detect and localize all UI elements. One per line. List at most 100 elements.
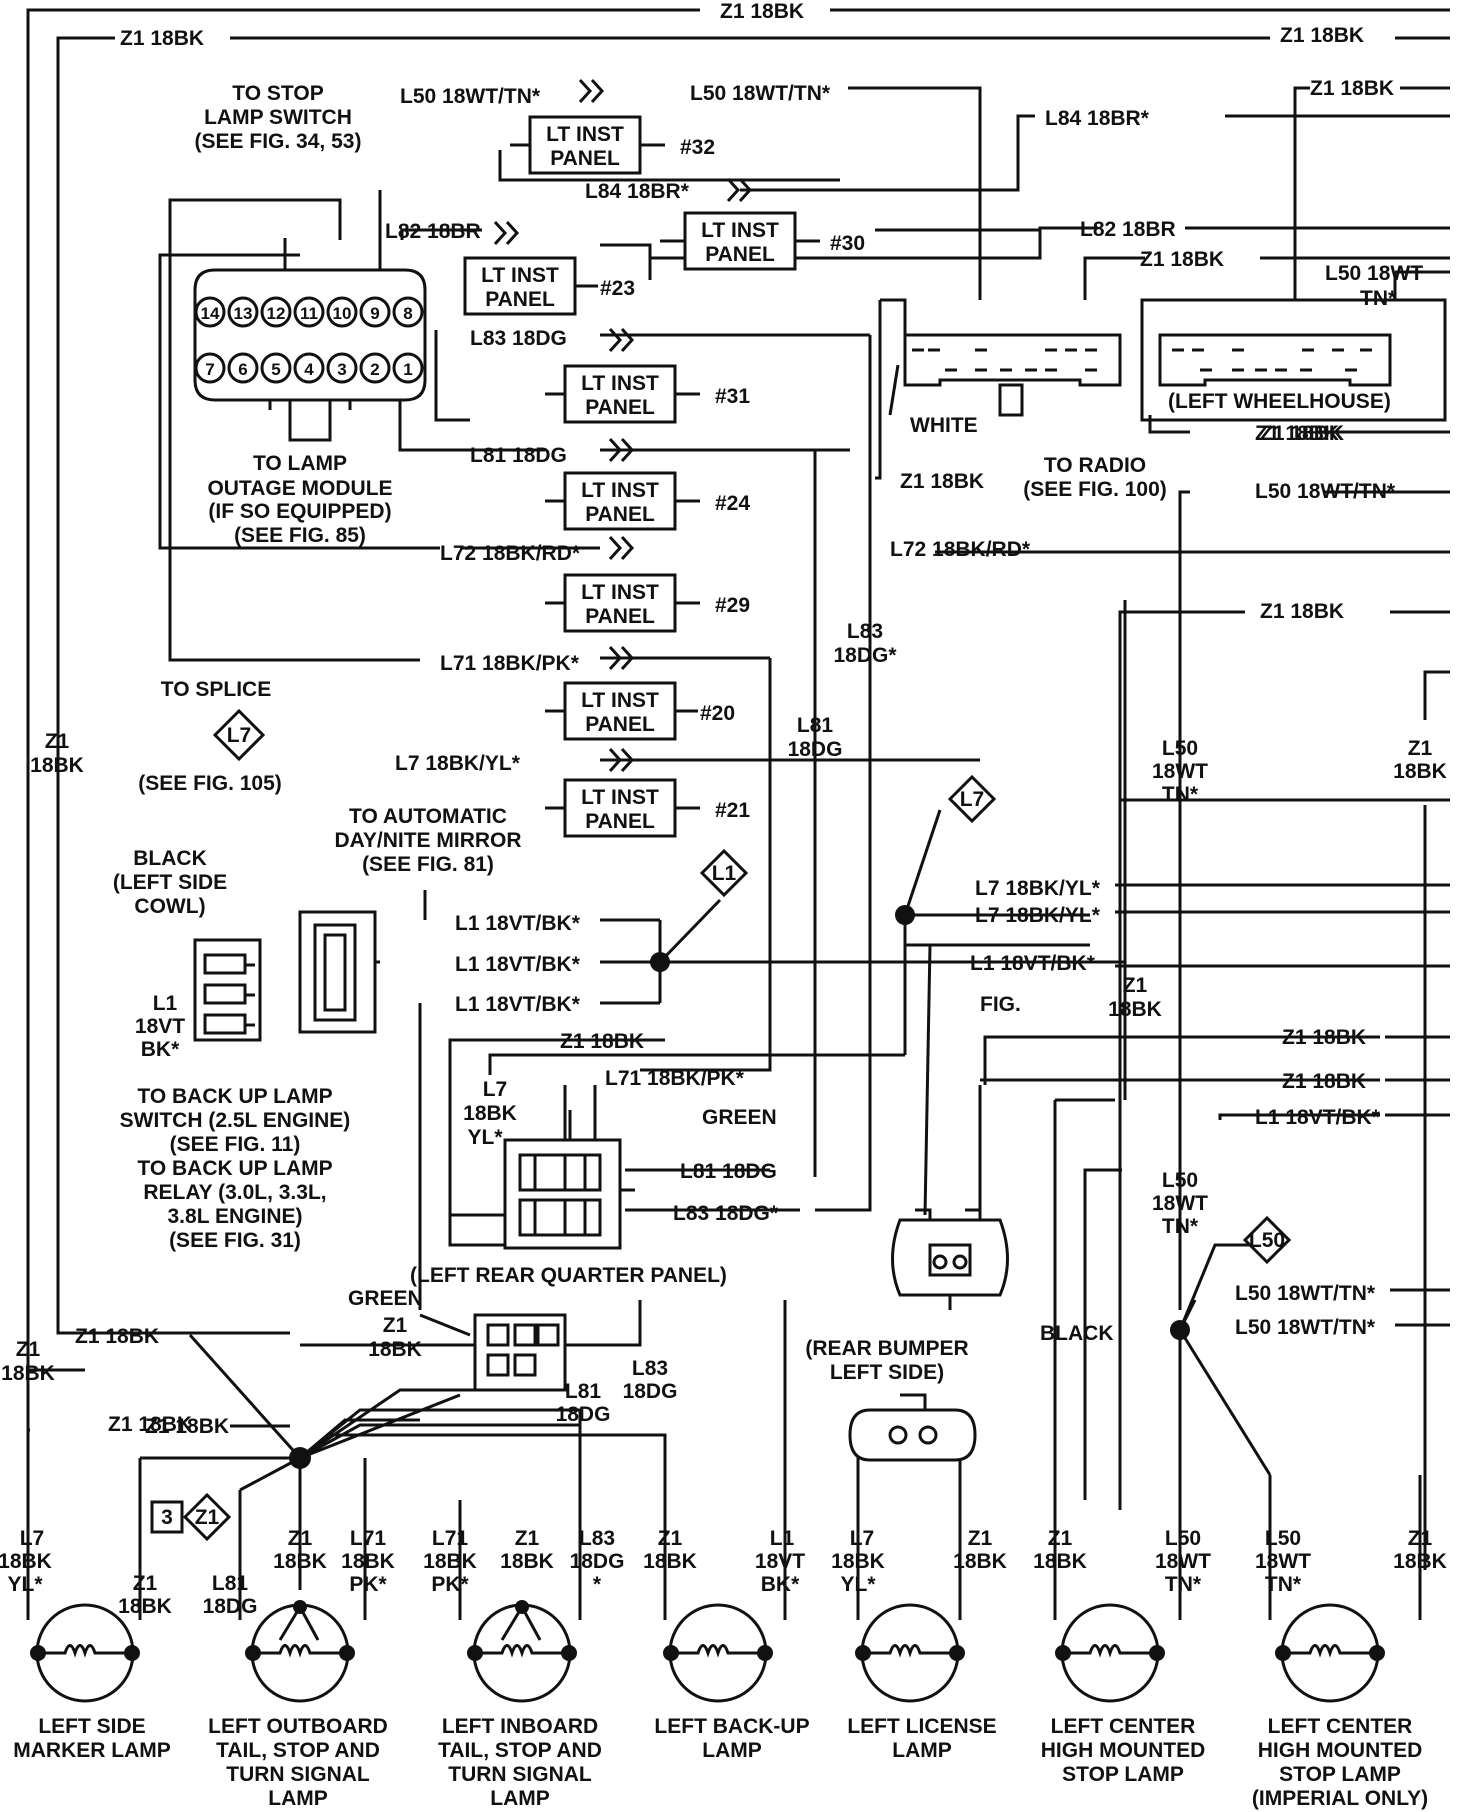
lamp-name-line: LEFT BACK-UP	[654, 1715, 809, 1738]
label-green-quarter: GREEN	[702, 1106, 777, 1129]
wire-label-l72: L72 18BK/RD*	[440, 542, 581, 565]
lamp-name-line: LEFT OUTBOARD	[208, 1715, 388, 1738]
wire-label-z1-top: Z1 18BK	[720, 0, 804, 23]
wire-label-l7-1: L7	[483, 1078, 508, 1101]
lt-inst-panel-31: LT INST PANEL #31	[545, 364, 750, 424]
wire-label-l7: L7 18BK/YL*	[395, 752, 521, 775]
wire-label-l50-3: TN*	[1162, 783, 1199, 806]
wire-label-z1: Z1 18BK	[900, 470, 984, 493]
wire-label-z1-1: Z1	[515, 1527, 540, 1550]
wire-label-z1-2: 18BK	[500, 1550, 554, 1573]
lt-inst-panel-30: LT INST PANEL #30	[660, 211, 865, 271]
wire-label-l50-short: L50 18WT	[1325, 262, 1423, 285]
label-backup-switch: TO BACK UP LAMP SWITCH (2.5L ENGINE) (SE…	[120, 1085, 351, 1252]
lamp-name-line: TURN SIGNAL	[448, 1763, 592, 1786]
bulb-back-up	[663, 1603, 773, 1703]
label-line: TO SPLICE	[161, 678, 271, 701]
bulb-center-high-mount	[1055, 1603, 1165, 1703]
label-line: TO LAMP	[253, 452, 347, 475]
wire-label-z1-1: Z1	[45, 730, 70, 753]
splice-l1: L1	[699, 848, 749, 898]
splice-label: L7	[227, 724, 252, 747]
panel-line2: PANEL	[585, 503, 655, 526]
wire-label-l1-1: L1	[770, 1527, 795, 1550]
lamp-name-line: LEFT LICENSE	[847, 1715, 996, 1738]
wire-label-l71-1: L71	[350, 1527, 387, 1550]
label-splice: TO SPLICE (SEE FIG. 105)	[138, 678, 282, 795]
label-mirror: TO AUTOMATIC DAY/NITE MIRROR (SEE FIG. 8…	[334, 805, 521, 876]
wire-label-l7: L7 18BK/YL*	[975, 877, 1101, 900]
wire-labels: Z1 18BK Z1 18BK Z1 18BK Z1 18BK L50 18WT…	[1, 0, 1447, 1438]
lamp-bulbs	[30, 1600, 1385, 1703]
panel-line1: LT INST	[581, 786, 659, 809]
panel-line2: PANEL	[550, 147, 620, 170]
wire-label-l50-2: 18WT	[1152, 760, 1208, 783]
lamp-name-line: MARKER LAMP	[13, 1739, 171, 1762]
wire-label-l7-3: YL*	[467, 1126, 503, 1149]
connector-pin-number: 4	[304, 360, 314, 379]
wire-label-l1-2: 18VT	[135, 1015, 185, 1038]
wire-label-z1-2: 18BK	[1393, 760, 1447, 783]
lamp-name-line: STOP LAMP	[1062, 1763, 1184, 1786]
label-line: COWL)	[134, 895, 205, 918]
panel-line2: PANEL	[585, 605, 655, 628]
wire-label-l83-1: L83	[847, 620, 883, 643]
wire-label-l81-1: L81	[212, 1572, 249, 1595]
wires	[26, 8, 1450, 1620]
connector-pin	[392, 352, 424, 384]
wire-label-l50-2: 18WT	[1255, 1550, 1311, 1573]
connector-pin-number: 14	[201, 304, 220, 323]
wire-label-l83-1: L83	[579, 1527, 615, 1550]
wire-label-l71-3: PK*	[349, 1573, 387, 1596]
lamp-name-line: LEFT CENTER	[1268, 1715, 1413, 1738]
wire-label-l83-2: 18DG	[570, 1550, 625, 1573]
lamp-name-line: LEFT INBOARD	[442, 1715, 598, 1738]
wire-label-z1: Z1 18BK	[108, 1413, 192, 1436]
label-line: SWITCH (2.5L ENGINE)	[120, 1109, 351, 1132]
panel-line2: PANEL	[585, 810, 655, 833]
wire-label-l1: L1 18VT/BK*	[970, 952, 1096, 975]
splice-dots	[289, 905, 1190, 1469]
green-quarter-panel-connector	[503, 1110, 635, 1250]
wire-label-l50: L50 18WT/TN*	[1235, 1316, 1376, 1339]
wire-label-l50: L50 18WT/TN*	[1255, 480, 1396, 503]
wire-label-l81-2: 18DG	[788, 738, 843, 761]
wire-label-l81-1: L81	[565, 1380, 602, 1403]
wire-label-z1-2: 18BK	[273, 1550, 327, 1573]
green-lamp-connector	[419, 1313, 567, 1392]
wire-label-z1: Z1 18BK	[75, 1325, 159, 1348]
wire-label-l83: L83 18DG	[470, 327, 567, 350]
black-cowl-connectors	[193, 910, 377, 1042]
label-line: LAMP SWITCH	[204, 106, 352, 129]
label-line: TO BACK UP LAMP	[137, 1085, 332, 1108]
label-line: (SEE FIG. 100)	[1023, 478, 1167, 501]
left-wheelhouse-connector: (LEFT WHEELHOUSE) Z1 18BK	[1140, 298, 1447, 445]
wire-label-l7-3: YL*	[840, 1573, 876, 1596]
wire-label-z1-2: 18BK	[1033, 1550, 1087, 1573]
panel-line1: LT INST	[581, 372, 659, 395]
panel-number: #20	[700, 702, 735, 725]
splice-label: L50	[1249, 1229, 1285, 1252]
wire-label-l1-1: L1	[153, 992, 178, 1015]
inline-connector-chevrons	[493, 78, 753, 773]
connector-pin	[392, 296, 424, 328]
panel-line1: LT INST	[581, 581, 659, 604]
connector-pin	[194, 296, 226, 328]
lamp-name-side-marker: LEFT SIDE MARKER LAMP	[13, 1715, 171, 1762]
label-line: (LEFT SIDE	[113, 871, 227, 894]
splice-l7-right: L7	[947, 774, 997, 824]
wire-label-l1: L1 18VT/BK*	[455, 912, 581, 935]
wheelhouse-label: (LEFT WHEELHOUSE)	[1168, 390, 1391, 413]
wire-label-z1: Z1 18BK	[1260, 600, 1344, 623]
connector-pin-number: 5	[271, 360, 280, 379]
lamp-name-line: LAMP	[490, 1787, 550, 1810]
connector-pin	[293, 296, 325, 328]
wire-label-l50-3: TN*	[1165, 1573, 1202, 1596]
lamp-name-inboard: LEFT INBOARD TAIL, STOP AND TURN SIGNAL …	[438, 1715, 602, 1810]
splice-label: L7	[960, 788, 985, 811]
lt-inst-panel-20: LT INST PANEL #20	[545, 681, 735, 741]
wire-label-z1-1: Z1	[968, 1527, 993, 1550]
wire-label-z1-2: 18BK	[118, 1595, 172, 1618]
label-line: (SEE FIG. 105)	[138, 772, 282, 795]
